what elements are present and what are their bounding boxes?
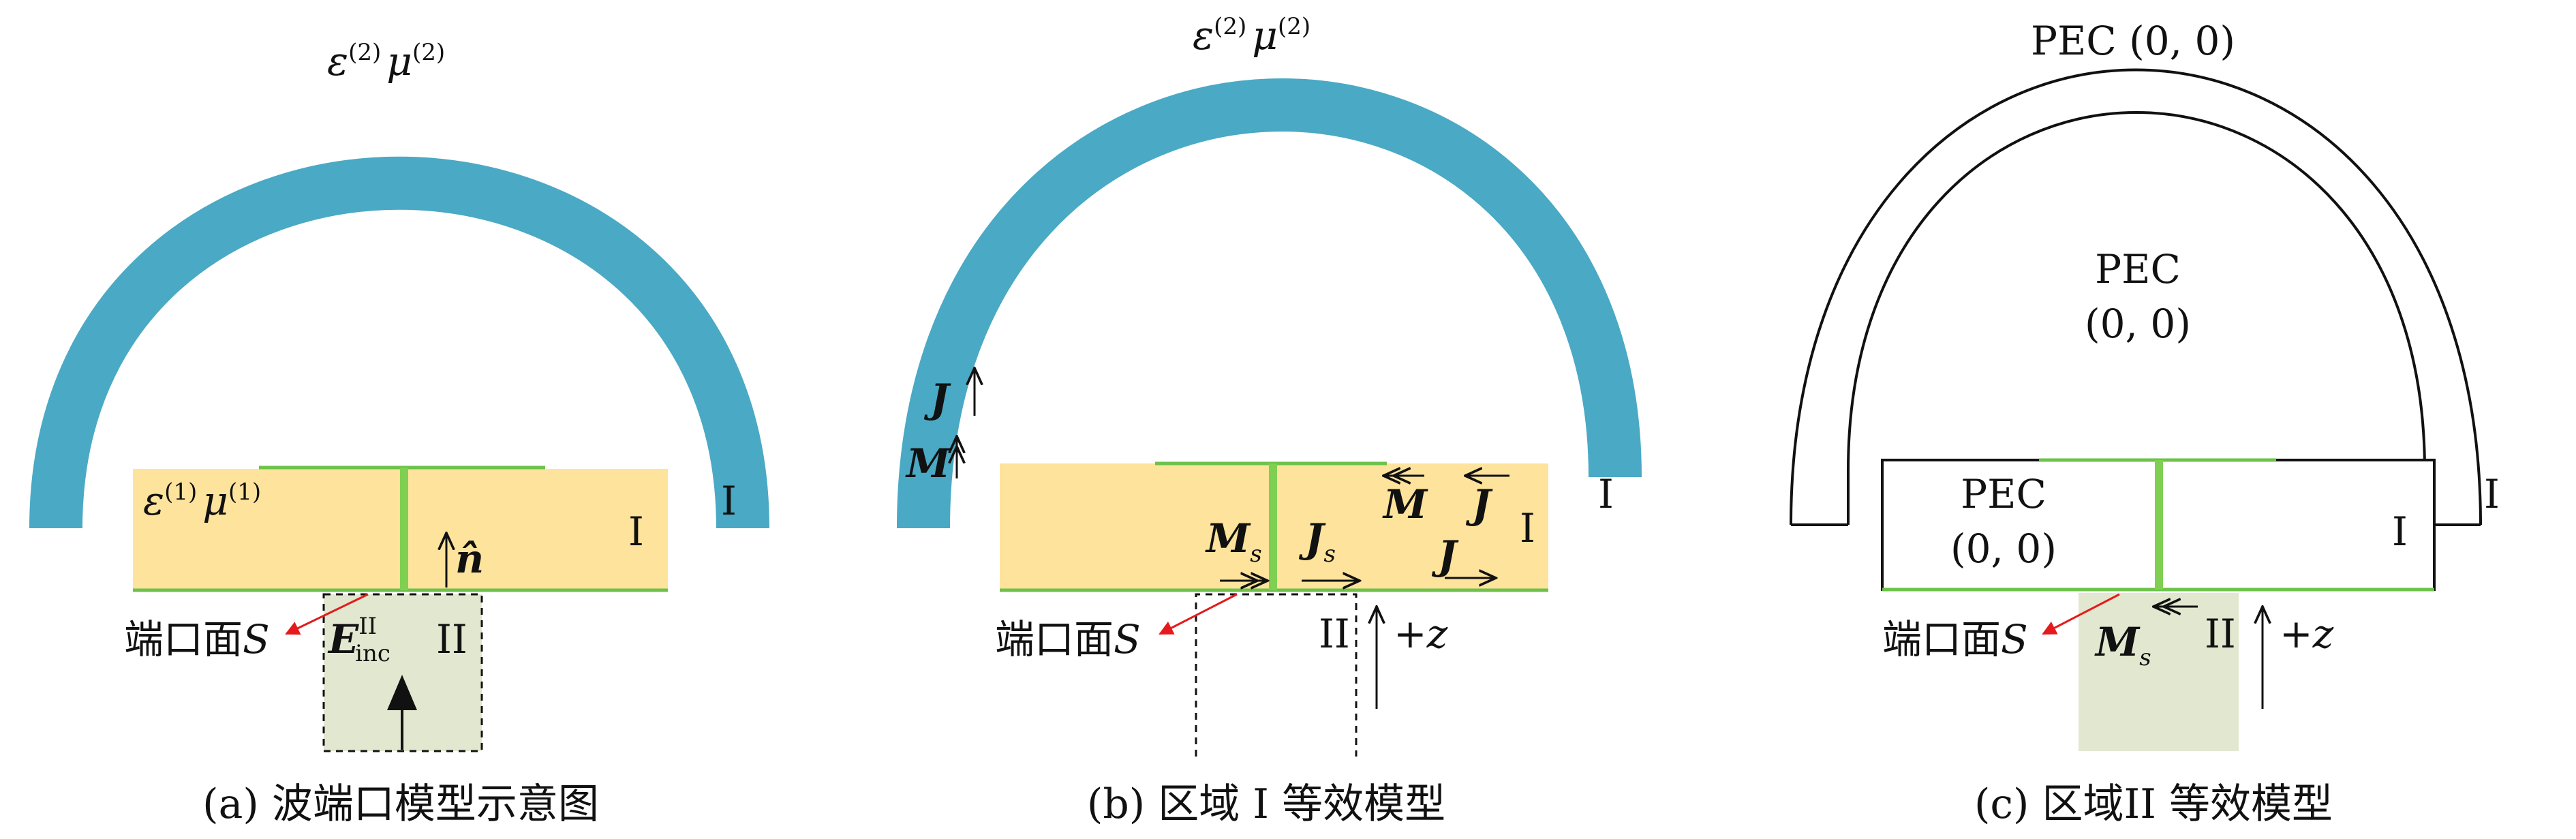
arch-pec-label-c: PEC (0, 0) <box>2031 18 2235 64</box>
region-I-box-label-a: I <box>628 508 644 555</box>
Ms-label-c: Ms <box>2094 619 2151 671</box>
region-I-label-b: I <box>1598 471 1614 517</box>
inner-pec-value-c: (0, 0) <box>2085 301 2191 347</box>
box-eps-a: ε(1)μ(1) <box>143 478 261 524</box>
pec-arch-outer-c <box>1790 68 2482 525</box>
region-I-label-c: I <box>2484 471 2500 517</box>
port-label-a: 端口面S <box>124 616 270 662</box>
arch-eps-b: ε(2)μ(2) <box>1193 12 1310 59</box>
normal-label-a: n̂ <box>455 536 484 582</box>
z-label-b: +z <box>1394 611 1448 657</box>
arch-eps-a: ε(2)μ(2) <box>327 38 445 85</box>
region-I-box-label-b: I <box>1520 505 1535 551</box>
box-pec-label-c: PEC <box>1961 471 2046 517</box>
box-pec-value-c: (0, 0) <box>1950 525 2057 572</box>
region-2-box-c <box>2079 593 2239 751</box>
M-left-label-b: M <box>905 440 951 487</box>
region-II-label-c: II <box>2205 611 2236 657</box>
caption-c: (c) 区域II 等效模型 <box>1974 780 2333 828</box>
port-arrow-a <box>285 593 369 635</box>
caption-a: (a) 波端口模型示意图 <box>202 780 599 828</box>
port-label-b: 端口面S <box>995 616 1141 662</box>
inner-pec-label-c: PEC <box>2095 246 2181 292</box>
region-I-box-label-c: I <box>2392 508 2408 555</box>
region-I-label-a: I <box>721 478 737 524</box>
dielectric-arch-a <box>29 156 769 529</box>
region-II-label-b: II <box>1319 611 1350 657</box>
port-label-c: 端口面S <box>1882 616 2028 662</box>
z-label-c: +z <box>2280 611 2334 657</box>
pec-arch-inner-c <box>1847 111 2426 471</box>
caption-b: (b) 区域 I 等效模型 <box>1087 780 1445 828</box>
panel-c: PEC (0, 0) PEC (0, 0) PEC (0, 0) I I Ms … <box>1790 18 2500 828</box>
port-arrow-b <box>1159 593 1238 635</box>
region-II-label-a: II <box>436 616 467 662</box>
incident-arrow-head-a <box>387 675 417 710</box>
panel-b: ε(2)μ(2) J M Ms Js M J J I I II +z 端口面S … <box>897 12 1642 828</box>
dielectric-arch-b <box>897 78 1642 529</box>
Ms-label-b: Ms <box>1205 515 1262 568</box>
M-right-label-b: M <box>1382 481 1428 528</box>
port-arrow-c <box>2042 593 2120 635</box>
